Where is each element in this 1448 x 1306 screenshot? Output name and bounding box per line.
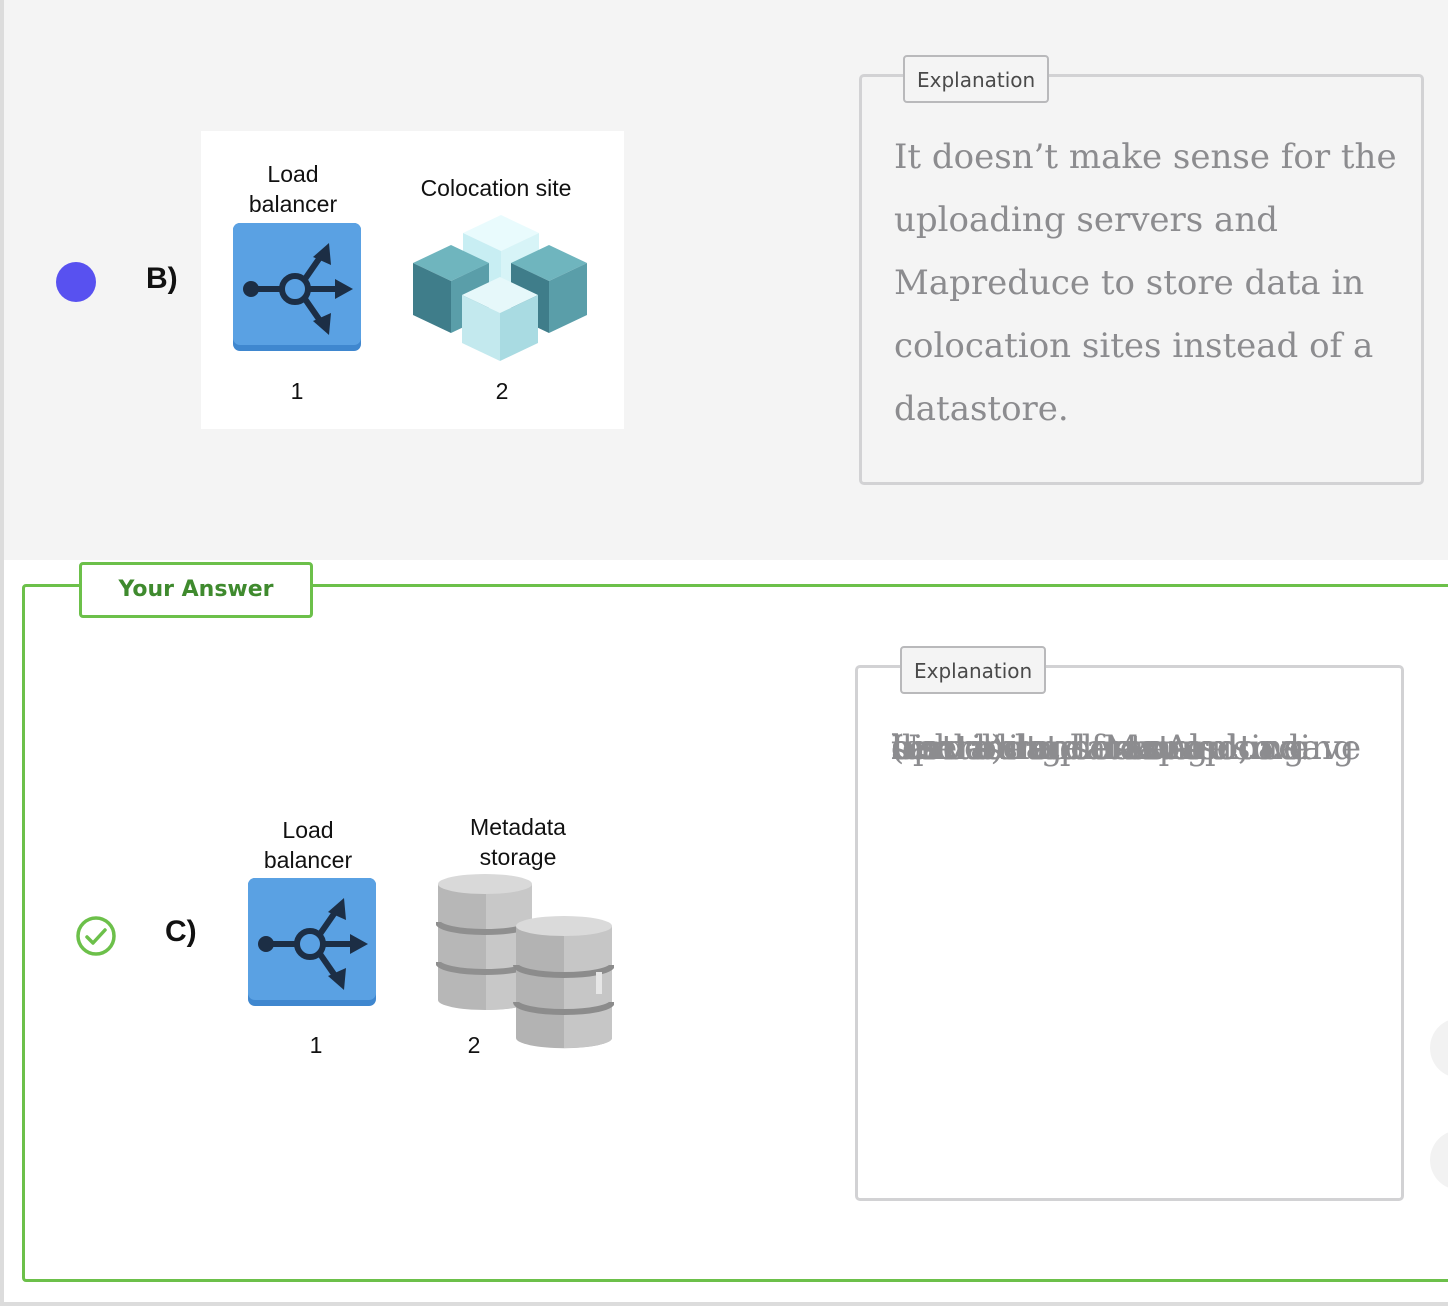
load-balancer-caption: Load balancer: [263, 817, 353, 873]
explanation-line: servers and Mapreduce.: [891, 728, 1311, 768]
explanation-line: uploading servers and: [894, 200, 1278, 240]
load-balancer-caption: Load balancer: [248, 161, 338, 217]
load-balancer-icon: [233, 223, 361, 351]
left-border: [0, 0, 4, 1306]
explanation-line: It doesn’t make sense for the: [894, 137, 1397, 177]
explanation-line: datastore.: [894, 389, 1069, 429]
explanation-line: uploading servers using: [891, 728, 1305, 768]
bottom-border: [0, 1302, 1448, 1306]
explanation-line: load balancers. Also, we: [891, 728, 1309, 768]
database-icon: [436, 874, 614, 1049]
option-b-explanation-box: [859, 74, 1424, 485]
option-b-explanation-tag: Explanation: [903, 55, 1050, 103]
explanation-line: colocation sites instead of a: [894, 326, 1374, 366]
item-number-1: 1: [309, 1032, 323, 1058]
colocation-site-icon: [413, 215, 587, 361]
explanation-line: distributed among: [891, 728, 1209, 768]
load-balancer-icon: [248, 878, 376, 1006]
option-b-letter: B): [146, 262, 178, 295]
explanation-line: can use a datastore to save: [891, 728, 1362, 768]
option-b-explanation-text: It doesn’t make sense for the uploading …: [894, 126, 1414, 441]
your-answer-frame[interactable]: [22, 584, 1448, 1282]
option-b-row[interactable]: B) Load balancer Colocation site: [4, 0, 1448, 560]
side-scroll-handle[interactable]: [1430, 1018, 1448, 1078]
option-c-explanation-tag: Explanation: [900, 646, 1047, 694]
check-circle-icon: [76, 916, 116, 956]
option-b-diagram: Load balancer Colocation site: [201, 131, 624, 429]
option-c-explanation-box: [855, 665, 1404, 1201]
explanation-line: Users’ requests are: [891, 728, 1229, 768]
item-number-1: 1: [290, 378, 304, 404]
colocation-site-caption: Colocation site: [420, 175, 572, 201]
option-c-letter: C): [165, 915, 197, 948]
option-b-radio[interactable]: [56, 262, 96, 302]
item-number-2: 2: [467, 1032, 481, 1058]
item-number-2: 2: [495, 378, 509, 404]
explanation-line: (meta)data from uploading: [891, 728, 1355, 768]
your-answer-tag: Your Answer: [79, 562, 313, 618]
option-c-diagram: Load balancer Metadata storage: [230, 810, 630, 1070]
metadata-storage-caption: Metadata storage: [470, 814, 566, 870]
side-scroll-handle[interactable]: [1430, 1130, 1448, 1190]
explanation-line: Mapreduce to store data in: [894, 263, 1365, 303]
